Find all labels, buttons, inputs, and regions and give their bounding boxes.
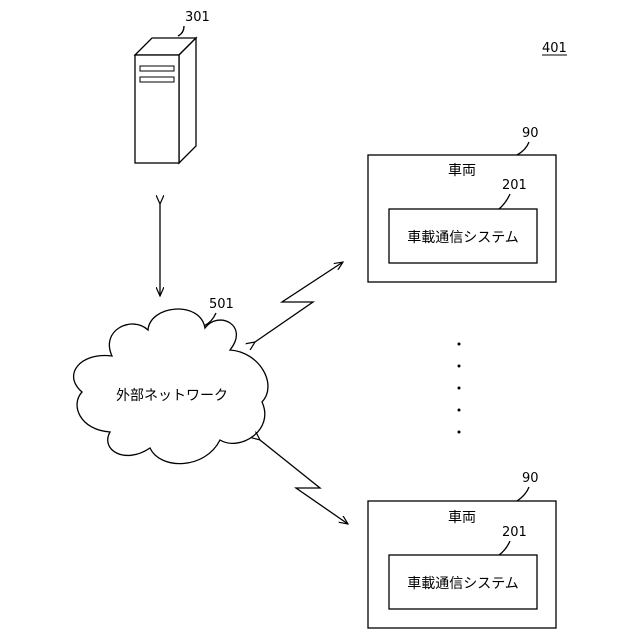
vehicle-1-title: 車両 xyxy=(448,162,476,179)
vehicle-2-ref-leader xyxy=(517,487,529,501)
vehicle-2-system-label: 車載通信システム xyxy=(407,575,519,592)
ellipsis-dot xyxy=(458,409,461,412)
wireless-link-vehicle-2 xyxy=(260,440,348,524)
vehicle-1-ref: 90 xyxy=(522,126,539,141)
ellipsis xyxy=(458,343,461,434)
ellipsis-dot xyxy=(458,343,461,346)
server-ref: 301 xyxy=(185,10,210,25)
ellipsis-dot xyxy=(458,365,461,368)
vehicle-1-ref-leader xyxy=(517,142,529,155)
vehicle-2-title: 車両 xyxy=(448,509,476,526)
server-icon xyxy=(135,38,196,163)
vehicle-2-ref: 90 xyxy=(522,471,539,486)
vehicle-1: 90 車両 201 車載通信システム xyxy=(368,126,556,282)
figure-number: 401 xyxy=(542,41,567,56)
vehicle-2-system-ref: 201 xyxy=(502,525,527,540)
vehicle-1-system-ref: 201 xyxy=(502,178,527,193)
network-cloud xyxy=(74,309,268,464)
vehicle-1-system-label: 車載通信システム xyxy=(407,229,519,246)
network-ref: 501 xyxy=(209,297,234,312)
ellipsis-dot xyxy=(458,431,461,434)
wireless-link-vehicle-1 xyxy=(255,262,343,342)
network-label: 外部ネットワーク xyxy=(116,388,228,404)
ellipsis-dot xyxy=(458,387,461,390)
server-ref-leader xyxy=(178,26,184,36)
vehicle-2: 90 車両 201 車載通信システム xyxy=(368,471,556,628)
